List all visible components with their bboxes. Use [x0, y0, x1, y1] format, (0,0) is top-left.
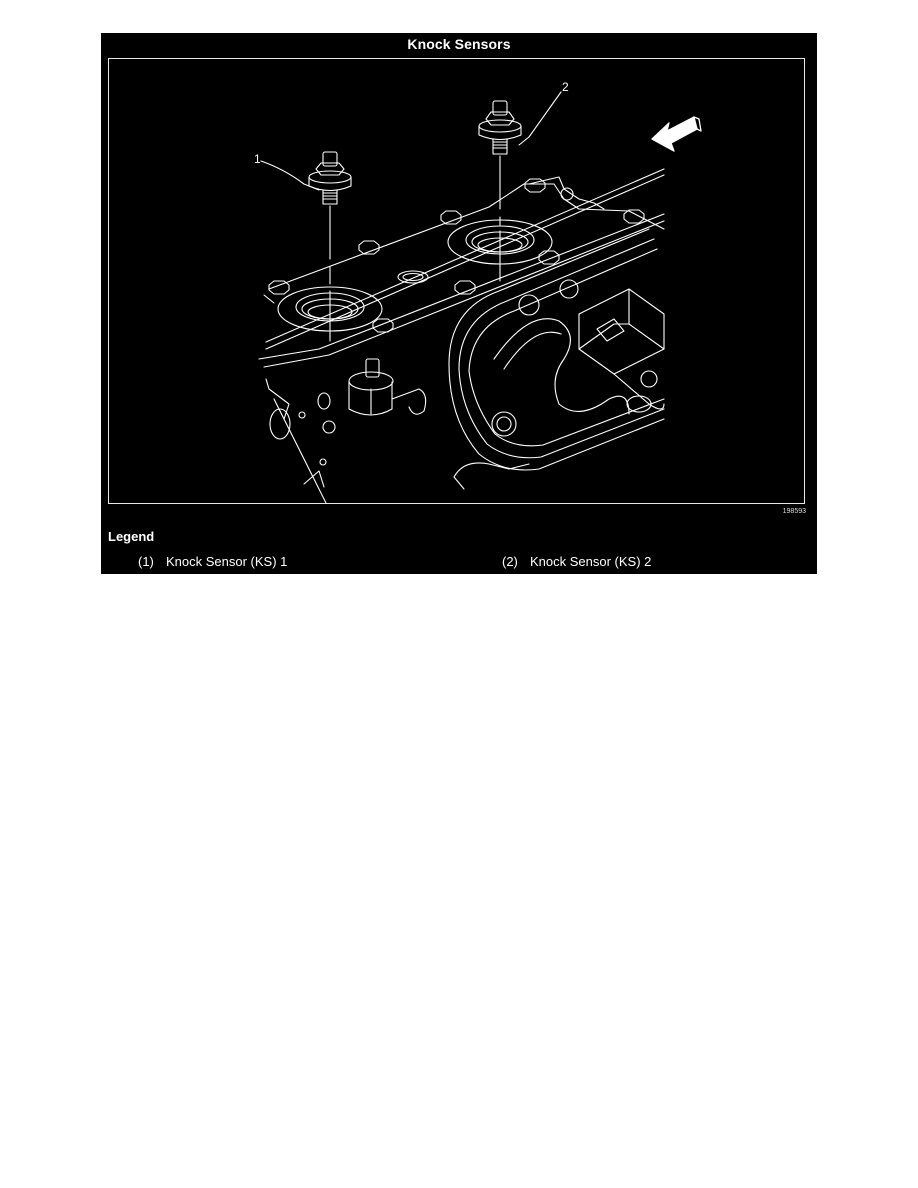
svg-text:2: 2	[562, 80, 569, 94]
knock-sensor-2-icon	[478, 100, 522, 282]
engine-block-illustration: 1 2	[254, 80, 702, 503]
figure-id: 198593	[782, 508, 806, 515]
legend-item-label: Knock Sensor (KS) 2	[530, 554, 652, 569]
svg-text:1: 1	[254, 152, 261, 166]
legend-item: (2) Knock Sensor (KS) 2	[502, 554, 651, 569]
legend-item-number: (2)	[502, 554, 518, 569]
throttle-body-icon	[578, 288, 665, 413]
legend-item-number: (1)	[138, 554, 154, 569]
front-of-vehicle-arrow-icon	[651, 116, 702, 152]
legend-item: (1) Knock Sensor (KS) 1	[138, 554, 287, 569]
figure-title: Knock Sensors	[407, 36, 511, 52]
legend-item-label: Knock Sensor (KS) 1	[166, 554, 288, 569]
legend-title: Legend	[108, 529, 155, 544]
figure-panel: Knock Sensors 1 2	[101, 33, 817, 574]
stud-icon	[348, 358, 394, 416]
knock-sensor-1-icon	[308, 151, 352, 342]
illustration-frame: 1 2	[108, 58, 805, 504]
